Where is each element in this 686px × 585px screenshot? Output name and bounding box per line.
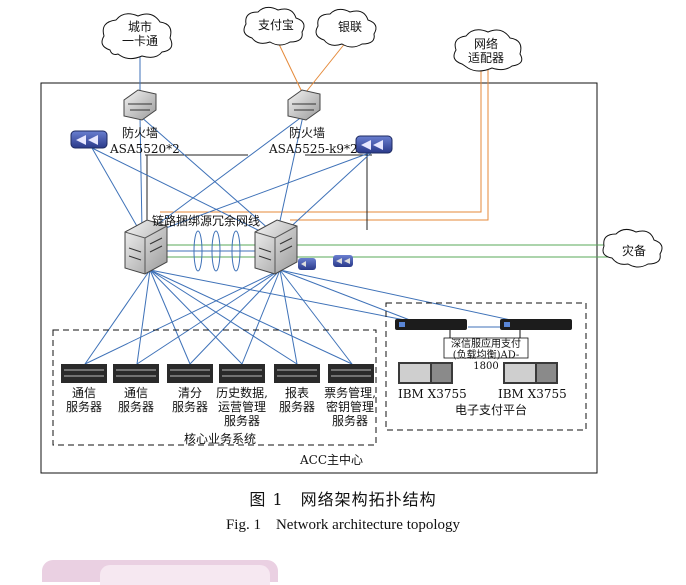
load-balancer-icons xyxy=(395,319,572,330)
acc-center-label: ACC主中心 xyxy=(300,453,364,467)
link-b1 xyxy=(91,147,143,236)
firewall-left-icon xyxy=(70,130,108,149)
bundle-ellipse-1 xyxy=(193,230,203,272)
bundle-ellipse-3 xyxy=(231,230,241,272)
cloud-unionpay-label: 银联 xyxy=(337,20,362,34)
cloud-citycard xyxy=(101,13,173,60)
cloud-adapter-line1: 网络 xyxy=(473,37,498,51)
core-business-box xyxy=(52,329,377,446)
ibm-server-right-icon xyxy=(503,362,558,384)
link-alipay-router xyxy=(276,39,303,93)
payment-platform-label: 电子支付平台 xyxy=(455,403,528,417)
link-b6 xyxy=(277,115,304,231)
firewall-right-icon xyxy=(355,135,393,154)
server-label-1: 通信服务器 xyxy=(65,386,102,414)
cloud-alipay-label: 支付宝 xyxy=(257,18,294,32)
figure-caption-cn: 图 1 网络架构拓扑结构 xyxy=(249,490,437,509)
router-left-icon xyxy=(123,89,157,121)
lb-label-box xyxy=(443,337,529,359)
core-switch-left-icon xyxy=(124,219,168,275)
cloud-adapter-label: 网络 适配器 xyxy=(456,37,516,65)
payment-platform-box xyxy=(385,302,587,431)
server-label-4: 历史数据,运营管理服务器 xyxy=(216,386,268,428)
cloud-unionpay xyxy=(315,8,377,48)
cloud-adapter-line2: 适配器 xyxy=(467,51,504,65)
cloud-adapter xyxy=(453,29,523,72)
cloud-citycard-label: 城市 一卡通 xyxy=(112,20,168,48)
link-adapter-2 xyxy=(290,68,489,221)
firewall-right-model: ASA5525-k9*2 xyxy=(269,142,358,156)
link-b2 xyxy=(91,147,269,236)
lb-label: 深信服应用支付 (负载均衡)AD- 1800 xyxy=(451,339,521,372)
link-adapter-1 xyxy=(160,68,482,213)
small-firewall-icon xyxy=(298,255,353,270)
bundle-ellipse-2 xyxy=(211,230,221,272)
cloud-citycard-line2: 一卡通 xyxy=(121,34,158,48)
figure-caption-en: Fig. 1 Network architecture topology xyxy=(225,517,461,533)
server-label-3: 清分服务器 xyxy=(171,386,208,414)
topology-diagram xyxy=(40,6,663,474)
core-switch-right-icon xyxy=(254,219,298,275)
core-system-label: 核心业务系统 xyxy=(184,432,257,446)
rack-servers xyxy=(61,364,374,383)
router-right-icon xyxy=(287,89,321,121)
ibm-server-right-label: IBM X3755 xyxy=(498,387,567,401)
cloud-disaster-label: 灾备 xyxy=(621,244,646,258)
decorative-tab-inner xyxy=(100,565,270,585)
firewall-left-label: 防火墙 xyxy=(122,126,159,140)
link-b8 xyxy=(284,151,373,233)
ibm-server-left-label: IBM X3755 xyxy=(398,387,467,401)
server-links xyxy=(84,269,521,365)
cloud-alipay xyxy=(243,6,305,46)
link-b7 xyxy=(154,151,373,233)
link-unionpay-router xyxy=(305,41,347,93)
link-bundle-label: 链路捆绑源冗余网线 xyxy=(152,214,261,228)
cloud-disaster xyxy=(602,228,663,268)
rack-server-details xyxy=(64,369,371,377)
firewall-left-model: ASA5520*2 xyxy=(110,142,180,156)
server-label-2: 通信服务器 xyxy=(117,386,154,414)
server-label-6: 票务管理,密钥管理服务器 xyxy=(324,386,376,428)
server-label-5: 报表服务器 xyxy=(278,386,315,414)
cloud-citycard-line1: 城市 xyxy=(127,20,152,34)
firewall-right-label: 防火墙 xyxy=(289,126,326,140)
link-b5 xyxy=(149,115,304,231)
link-b3 xyxy=(139,115,143,231)
link-b4 xyxy=(139,115,271,231)
ibm-server-left-icon xyxy=(398,362,453,384)
acc-main-center-box xyxy=(40,82,598,474)
